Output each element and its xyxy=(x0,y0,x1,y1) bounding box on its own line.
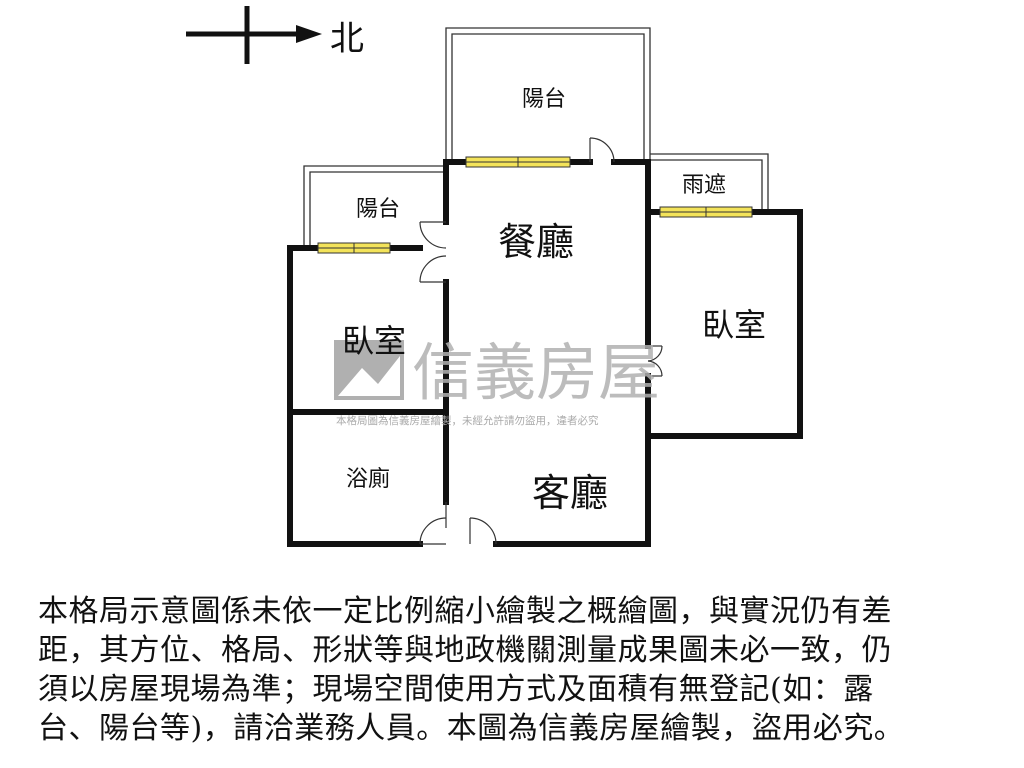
canopy-outline xyxy=(650,153,769,212)
watermark-small-text: 本格局圖為信義房屋繪製，未經允許請勿盜用，違者必究 xyxy=(336,414,599,427)
room-bedroom-left-label: 臥室 xyxy=(342,322,406,360)
disclaimer-line: 距，其方位、格局、形狀等與地政機關測量成果圖未必一致，仍 xyxy=(38,633,892,668)
room-balcony-top-label: 陽台 xyxy=(522,87,566,112)
disclaimer-text: 本格局示意圖係未依一定比例縮小繪製之概繪圖，與實況仍有差 距，其方位、格局、形狀… xyxy=(38,592,986,748)
room-bathroom-label: 浴廁 xyxy=(346,467,390,492)
disclaimer-line: 須以房屋現場為準；現場空間使用方式及面積有無登記(如：露 xyxy=(38,672,874,707)
floor-plan: 北 xyxy=(186,6,803,547)
watermark-logo-icon xyxy=(334,340,404,400)
door-balcony-top xyxy=(589,137,615,163)
door-balcony-left xyxy=(419,221,447,249)
balcony-top-outline xyxy=(445,27,651,162)
room-bedroom-right-label: 臥室 xyxy=(702,306,766,344)
disclaimer-line: 台、陽台等)，請洽業務人員。本圖為信義房屋繪製，盜用必究。 xyxy=(38,711,905,746)
door-bathroom xyxy=(419,502,447,545)
compass-label: 北 xyxy=(330,19,364,59)
door-entrance xyxy=(469,517,497,545)
door-bedroom-right xyxy=(647,345,663,377)
door-bedroom-left xyxy=(419,255,447,283)
watermark: 信義房屋 本格局圖為信義房屋繪製，未經允許請勿盜用，違者必究 xyxy=(334,336,660,427)
balcony-left-outline xyxy=(303,165,446,248)
watermark-brand: 信義房屋 xyxy=(412,336,660,409)
compass-arrow-icon xyxy=(186,6,322,64)
room-living-label: 客廳 xyxy=(532,471,608,515)
window-top xyxy=(465,156,571,168)
room-canopy-label: 雨遮 xyxy=(682,173,726,198)
window-right xyxy=(659,206,753,218)
room-balcony-left-label: 陽台 xyxy=(356,197,400,222)
disclaimer-line: 本格局示意圖係未依一定比例縮小繪製之概繪圖，與實況仍有差 xyxy=(38,594,892,629)
window-left xyxy=(317,242,391,254)
room-dining-label: 餐廳 xyxy=(498,220,574,264)
